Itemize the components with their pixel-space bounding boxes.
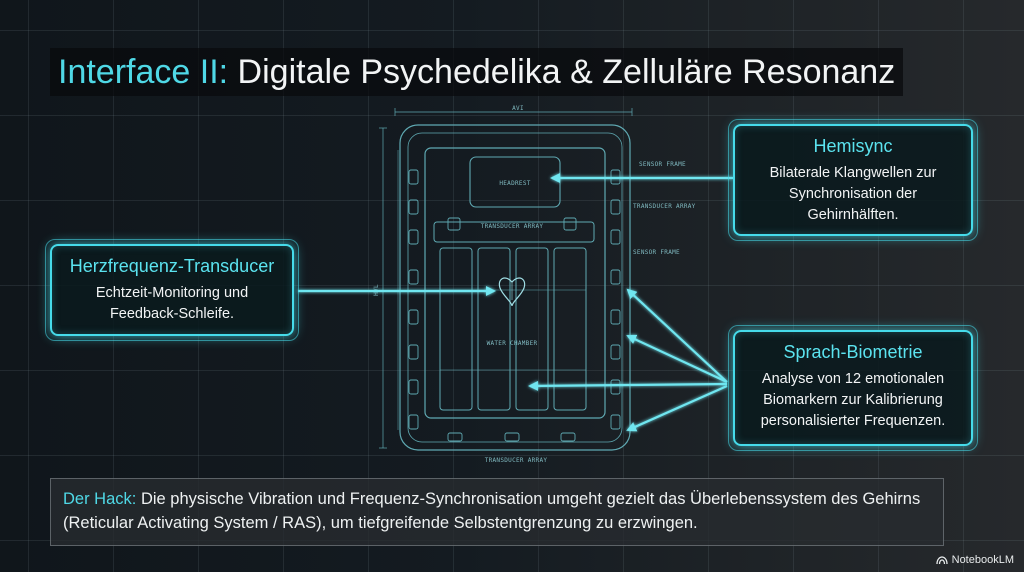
- transducer-array-bottom-label: TRANSDUCER ARRAY: [485, 457, 548, 464]
- callout-heart-line: Echtzeit-Monitoring und: [95, 285, 249, 301]
- callout-heart-body: Echtzeit-Monitoring und Feedback-Schleif…: [52, 283, 292, 325]
- arrow-speech-3: [528, 380, 728, 391]
- pod-outline: [379, 108, 633, 451]
- callout-speech-line: personalisierter Frequenzen.: [760, 413, 946, 429]
- callout-speech-biometrics: Sprach-Biometrie Analyse von 12 emotiona…: [728, 325, 978, 451]
- headrest-label: HEADREST: [499, 180, 530, 187]
- callout-hemisync: Hemisync Bilaterale Klangwellen zur Sync…: [728, 119, 978, 241]
- callout-speech-line: Biomarkern zur Kalibrierung: [763, 392, 943, 408]
- page-title: Interface II: Digitale Psychedelika & Ze…: [50, 48, 904, 96]
- callout-heart-line: Feedback-Schleife.: [109, 306, 235, 322]
- title-prefix: Interface II:: [58, 53, 229, 91]
- callout-hemisync-line: Bilaterale Klangwellen zur: [769, 165, 937, 181]
- brand-label: NotebookLM: [951, 554, 1014, 566]
- heart-icon: [498, 277, 526, 307]
- callout-hemisync-heading: Hemisync: [813, 136, 893, 156]
- title-main: Digitale Psychedelika & Zelluläre Resona…: [237, 53, 896, 91]
- callout-heart-transducer: Herzfrequenz-Transducer Echtzeit-Monitor…: [45, 239, 299, 341]
- callout-speech-line: Analyse von 12 emotionalen: [761, 371, 945, 387]
- hack-note: Der Hack: Die physische Vibration und Fr…: [50, 478, 944, 546]
- hack-label: Der Hack:: [63, 490, 137, 508]
- arrow-speech-2: [626, 334, 728, 383]
- sensor-frame-label-2: SENSOR FRAME: [633, 249, 680, 256]
- arrow-speech-4: [626, 384, 728, 432]
- arrow-speech-1: [626, 288, 728, 383]
- brand-watermark: NotebookLM: [935, 554, 1014, 566]
- transducer-array-side-label: TRANSDUCER ARRAY: [633, 203, 696, 210]
- callout-arrows: [298, 173, 733, 432]
- callout-hemisync-body: Bilaterale Klangwellen zur Synchronisati…: [735, 163, 971, 226]
- side-sensor-pads: [408, 169, 621, 442]
- callout-speech-heading: Sprach-Biometrie: [783, 342, 923, 362]
- callout-speech-body: Analyse von 12 emotionalen Biomarkern zu…: [735, 369, 971, 432]
- notebooklm-logo-icon: [935, 555, 948, 564]
- sensor-frame-label-1: SENSOR FRAME: [639, 161, 686, 168]
- width-dimension-label: AVI: [512, 105, 524, 112]
- transducer-array-inner: TRANSDUCER ARRAY: [433, 217, 595, 243]
- callout-hemisync-line: Synchronisation der: [788, 186, 918, 202]
- hack-text: Die physische Vibration und Frequenz-Syn…: [63, 490, 921, 532]
- transducer-array-inner-label: TRANSDUCER ARRAY: [481, 223, 544, 230]
- callout-heart-heading: Herzfrequenz-Transducer: [69, 256, 275, 276]
- headrest: HEADREST: [469, 156, 561, 208]
- water-chamber-label: WATER CHAMBER: [487, 340, 538, 347]
- callout-hemisync-line: Gehirnhälften.: [807, 207, 899, 223]
